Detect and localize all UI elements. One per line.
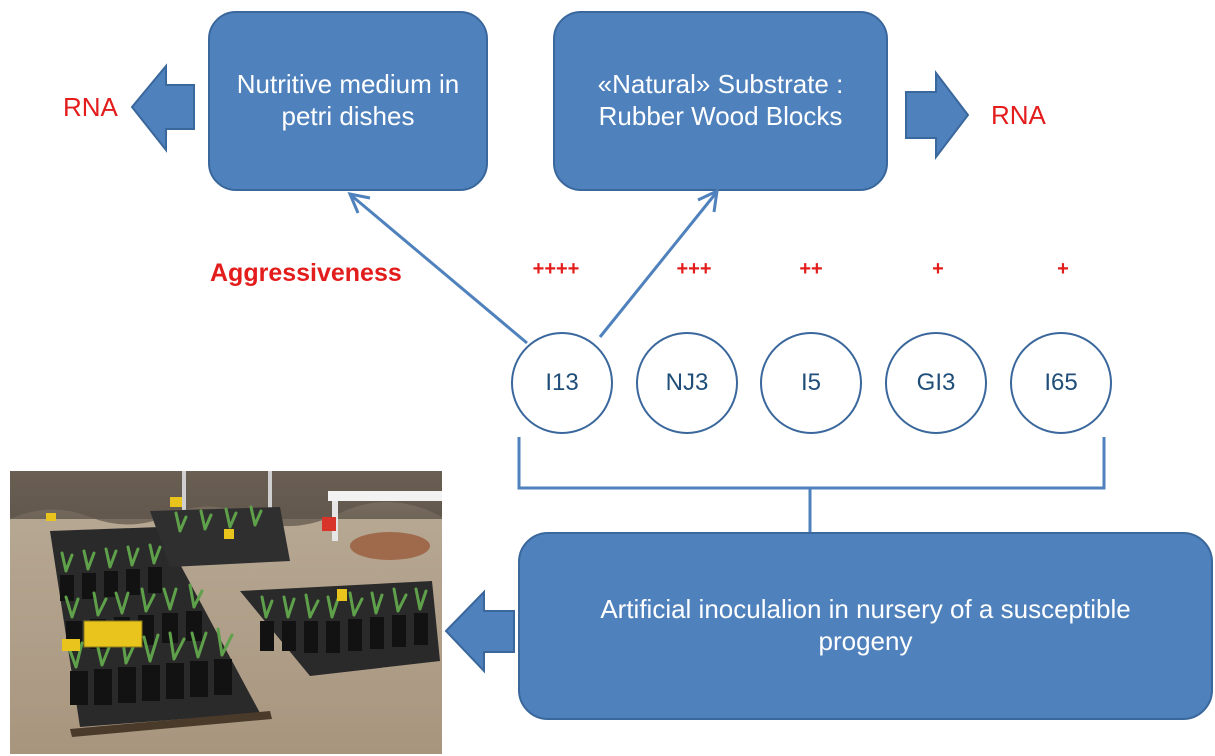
natural-substrate-box: «Natural» Substrate : Rubber Wood Blocks: [553, 11, 888, 191]
rna-label-right: RNA: [991, 100, 1046, 130]
isolate-circle-gi3: GI3: [885, 332, 987, 434]
isolate-circle-nj3: NJ3: [636, 332, 738, 434]
isolate-circle-i5: I5: [760, 332, 862, 434]
aggressiveness-level-i13: ++++: [532, 258, 580, 280]
aggressiveness-label: Aggressiveness: [210, 259, 402, 287]
arrow-left-icon: [130, 63, 195, 153]
arrowhead-nutritive-icon: [347, 191, 371, 214]
aggressiveness-level-i65: +: [1057, 258, 1069, 280]
arrowhead-natural-icon: [697, 188, 719, 213]
isolate-circle-i65: I65: [1010, 332, 1112, 434]
artificial-inoculation-label: Artificial inoculalion in nursery of a s…: [600, 594, 1131, 656]
nutritive-medium-box: Nutritive medium in petri dishes: [208, 11, 488, 191]
grouping-brace: [517, 437, 1106, 532]
rna-label-left: RNA: [63, 92, 118, 122]
nursery-plants-photo: [10, 471, 442, 754]
aggressiveness-level-nj3: +++: [676, 258, 712, 280]
arrow-to-photo-icon: [444, 589, 515, 674]
aggressiveness-level-gi3: +: [932, 258, 944, 280]
aggressiveness-level-i5: ++: [799, 258, 823, 280]
natural-substrate-label: «Natural» Substrate : Rubber Wood Blocks: [597, 69, 844, 131]
artificial-inoculation-box: Artificial inoculalion in nursery of a s…: [518, 532, 1213, 720]
isolate-circle-i13: I13: [511, 332, 613, 434]
nutritive-medium-label: Nutritive medium in petri dishes: [236, 69, 460, 131]
arrow-right-icon: [905, 70, 970, 160]
